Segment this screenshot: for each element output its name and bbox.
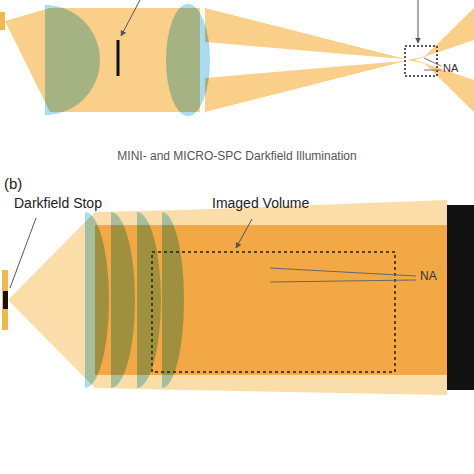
na-label: NA xyxy=(420,270,437,283)
imaged-volume xyxy=(405,46,437,76)
beam xyxy=(95,200,447,395)
darkfield-stop xyxy=(117,40,120,76)
beam xyxy=(50,8,200,112)
light-source xyxy=(2,270,8,330)
beam xyxy=(8,212,95,388)
panel-caption: MINI- and MICRO-SPC Darkfield Illuminati… xyxy=(117,150,356,163)
leader-line xyxy=(10,218,36,288)
imaged-volume xyxy=(152,252,395,372)
leader-line xyxy=(236,219,252,248)
na-line xyxy=(424,58,441,66)
part-label: Imaged Volume xyxy=(212,196,309,211)
na-line xyxy=(270,268,416,276)
light-source xyxy=(0,12,5,30)
leader-line xyxy=(418,0,419,43)
darkfield-stop xyxy=(3,291,8,309)
beam xyxy=(205,8,474,112)
bottom-panel xyxy=(2,200,474,395)
beam xyxy=(5,8,50,112)
beam-core xyxy=(95,225,447,375)
top-panel xyxy=(0,0,474,116)
na-label: NA xyxy=(443,62,458,74)
beam xyxy=(205,8,474,112)
part-label: Darkfield Stop xyxy=(14,196,102,211)
panel-letter: (b) xyxy=(4,176,22,193)
detector xyxy=(447,205,474,390)
leader-line xyxy=(121,0,140,36)
na-line xyxy=(424,70,441,71)
na-line xyxy=(270,280,416,282)
